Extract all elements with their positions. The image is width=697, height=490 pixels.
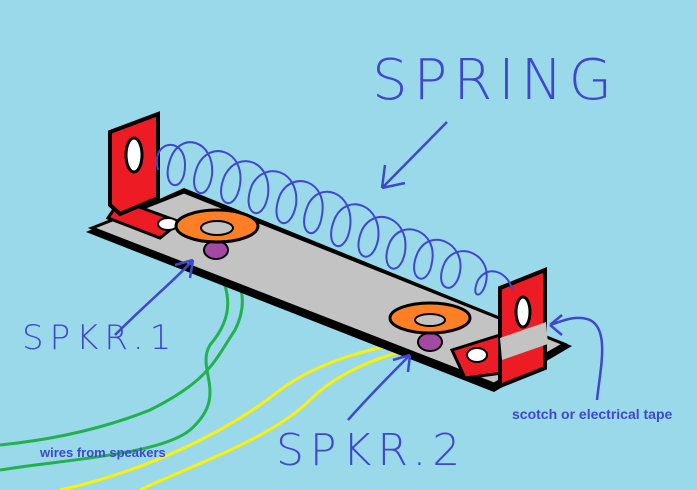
speaker-2-label: SPKR.2 (276, 425, 467, 476)
speaker-1-label: SPKR.1 (22, 318, 178, 358)
green-wires (0, 254, 244, 472)
spring (155, 141, 513, 296)
left-bracket (105, 111, 184, 240)
wires-label: wires from speakers (40, 445, 166, 460)
speaker-2 (388, 301, 472, 352)
tape (500, 322, 548, 360)
spring-label: SPRING (372, 48, 619, 113)
speaker-1 (174, 208, 260, 260)
tape-label: scotch or electrical tape (512, 406, 673, 422)
right-bracket (449, 267, 548, 389)
yellow-wires (59, 338, 426, 490)
screw-icon (466, 347, 488, 363)
annotation-arrows (114, 121, 604, 421)
